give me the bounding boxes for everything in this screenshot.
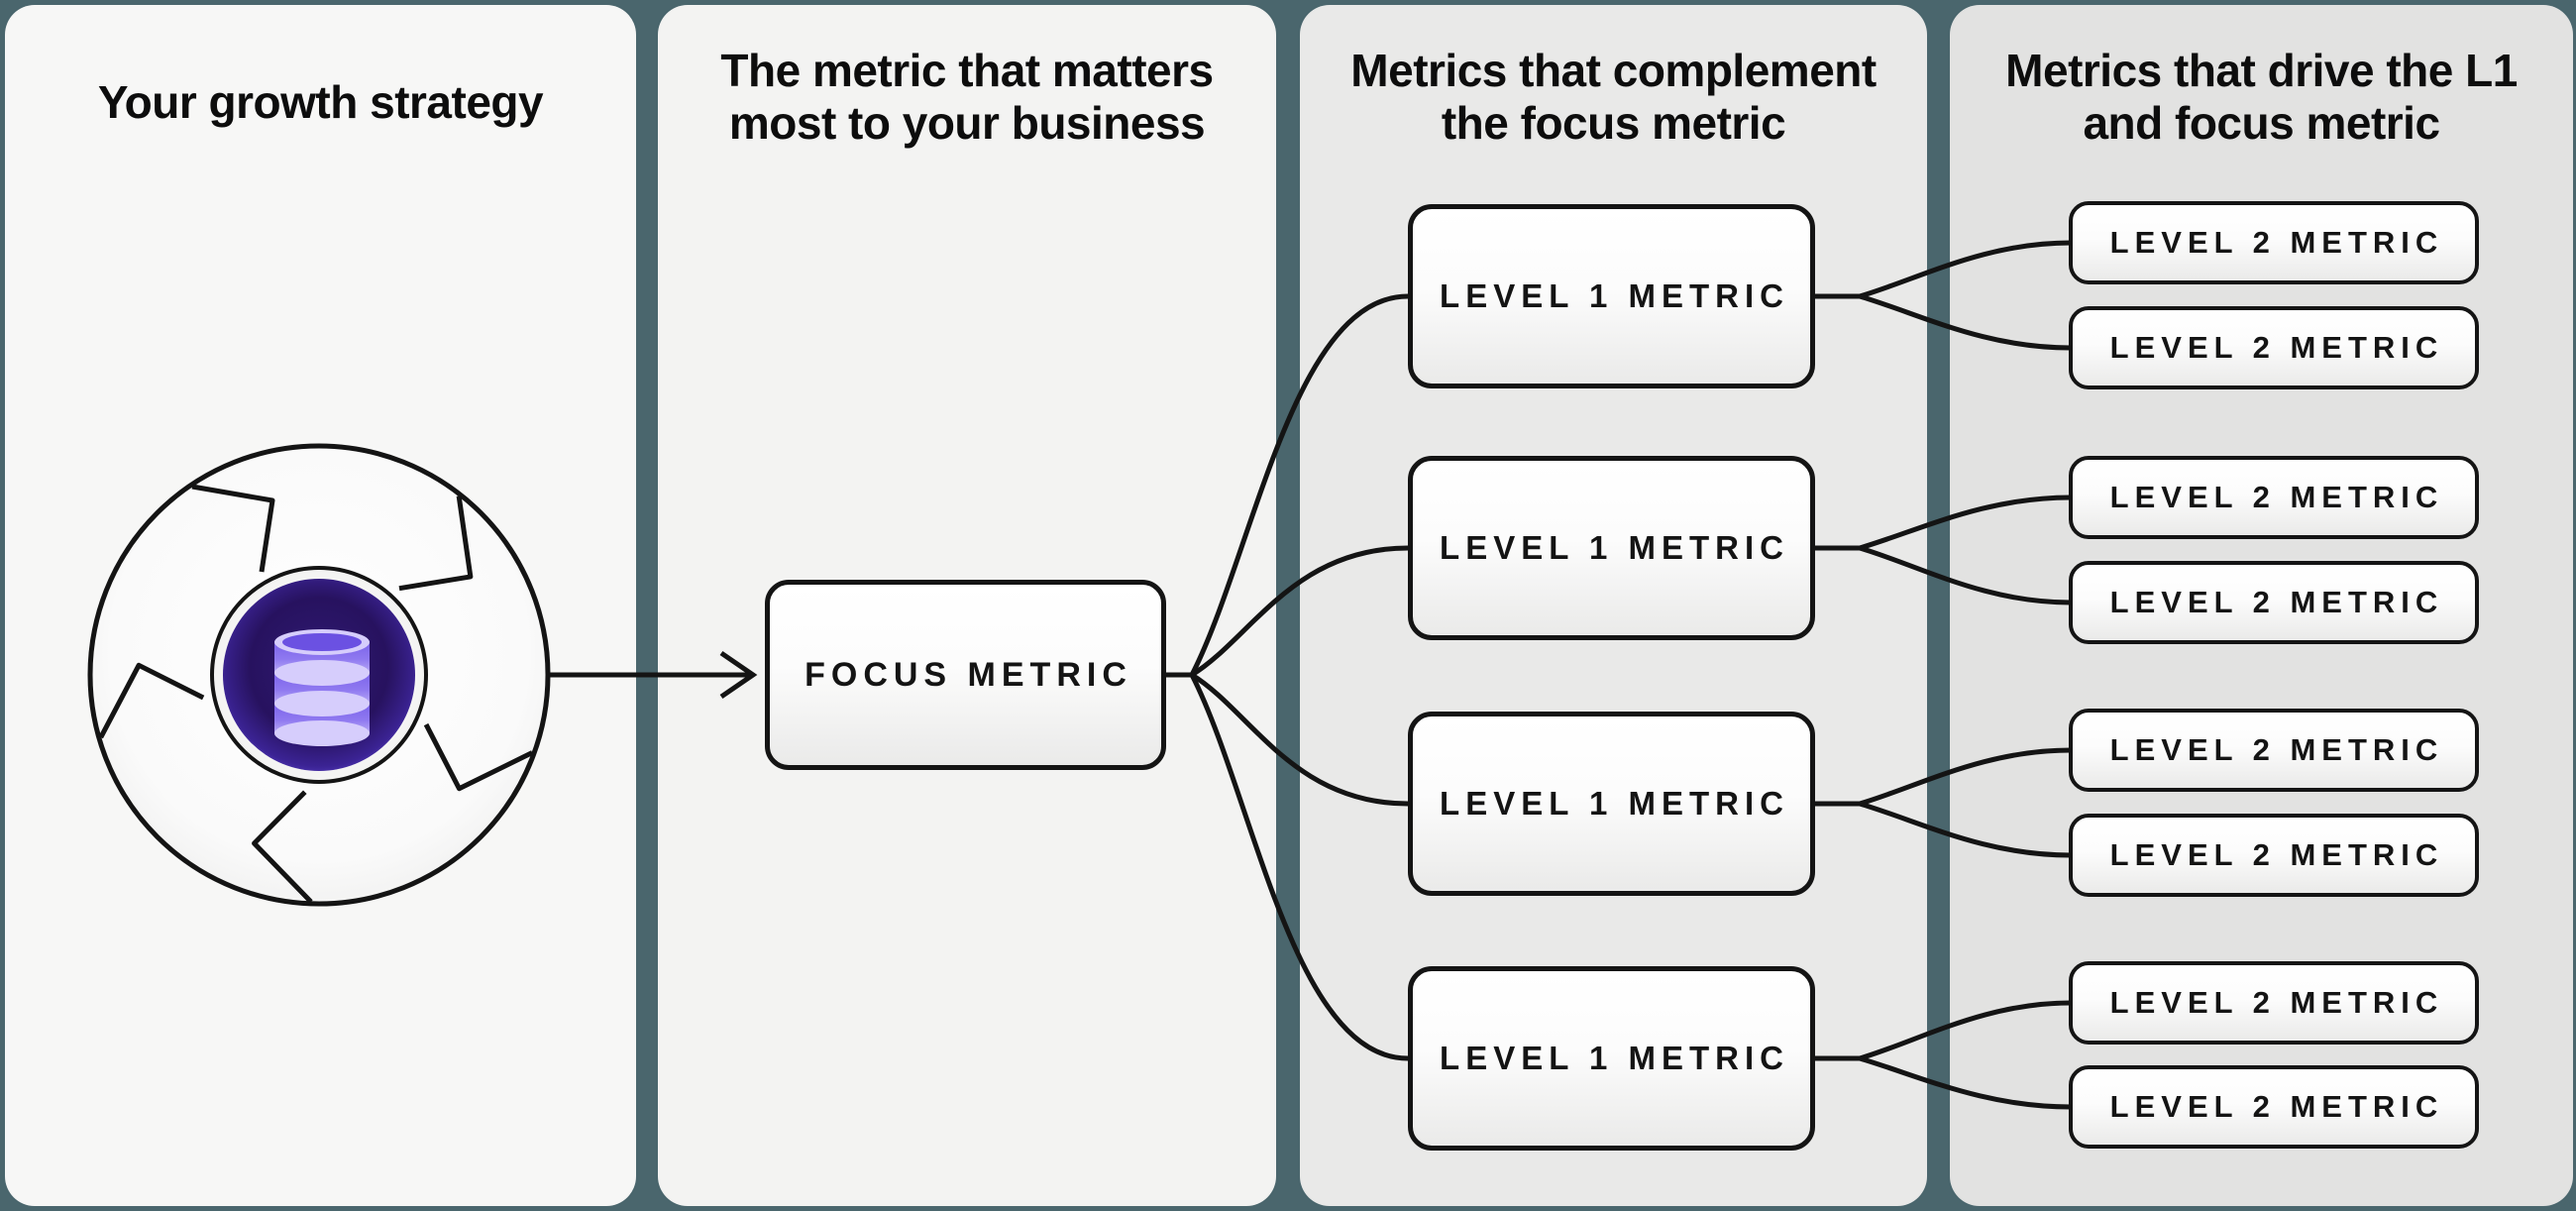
panel-title-line: Metrics that drive the L1: [2005, 45, 2518, 96]
panel-title-line: The metric that matters: [720, 45, 1214, 96]
level-2-metric-box: LEVEL 2 METRIC: [2069, 201, 2479, 284]
panel-title-line: and focus metric: [2083, 97, 2440, 149]
panel-growth-strategy: Your growth strategy: [5, 5, 636, 1206]
level-2-metric-box: LEVEL 2 METRIC: [2069, 1065, 2479, 1149]
level-2-metric-box: LEVEL 2 METRIC: [2069, 961, 2479, 1045]
level-2-metric-label: LEVEL 2 METRIC: [2109, 480, 2444, 514]
level-1-metric-label: LEVEL 1 METRIC: [1440, 785, 1789, 822]
level-2-metric-box: LEVEL 2 METRIC: [2069, 306, 2479, 389]
panel-title-growth-strategy: Your growth strategy: [5, 5, 636, 129]
panel-title-line: most to your business: [728, 97, 1206, 149]
level-2-metric-label: LEVEL 2 METRIC: [2109, 985, 2444, 1020]
level-2-metric-box: LEVEL 2 METRIC: [2069, 561, 2479, 644]
level-1-metric-box: LEVEL 1 METRIC: [1408, 712, 1815, 896]
level-1-metric-box: LEVEL 1 METRIC: [1408, 966, 1815, 1151]
panel-title-level-2-metrics: Metrics that drive the L1 and focus metr…: [1950, 5, 2573, 150]
panel-title-line: the focus metric: [1441, 97, 1786, 149]
focus-metric-box: FOCUS METRIC: [765, 580, 1166, 770]
panel-title-focus-metric: The metric that matters most to your bus…: [658, 5, 1276, 150]
level-2-metric-box: LEVEL 2 METRIC: [2069, 456, 2479, 539]
level-2-metric-label: LEVEL 2 METRIC: [2109, 837, 2444, 872]
level-1-metric-box: LEVEL 1 METRIC: [1408, 456, 1815, 640]
focus-metric-label: FOCUS METRIC: [805, 655, 1132, 694]
level-1-metric-label: LEVEL 1 METRIC: [1440, 1040, 1789, 1076]
level-1-metric-label: LEVEL 1 METRIC: [1440, 277, 1789, 314]
level-2-metric-box: LEVEL 2 METRIC: [2069, 709, 2479, 792]
panel-title-line: Your growth strategy: [97, 76, 544, 128]
panel-title-level-1-metrics: Metrics that complement the focus metric: [1300, 5, 1927, 150]
level-2-metric-label: LEVEL 2 METRIC: [2109, 225, 2444, 260]
panel-title-line: Metrics that complement: [1350, 45, 1877, 96]
level-2-metric-label: LEVEL 2 METRIC: [2109, 1089, 2444, 1124]
level-2-metric-box: LEVEL 2 METRIC: [2069, 814, 2479, 897]
level-2-metric-label: LEVEL 2 METRIC: [2109, 330, 2444, 365]
level-1-metric-label: LEVEL 1 METRIC: [1440, 529, 1789, 566]
level-2-metric-label: LEVEL 2 METRIC: [2109, 732, 2444, 767]
level-2-metric-label: LEVEL 2 METRIC: [2109, 585, 2444, 619]
level-1-metric-box: LEVEL 1 METRIC: [1408, 204, 1815, 388]
